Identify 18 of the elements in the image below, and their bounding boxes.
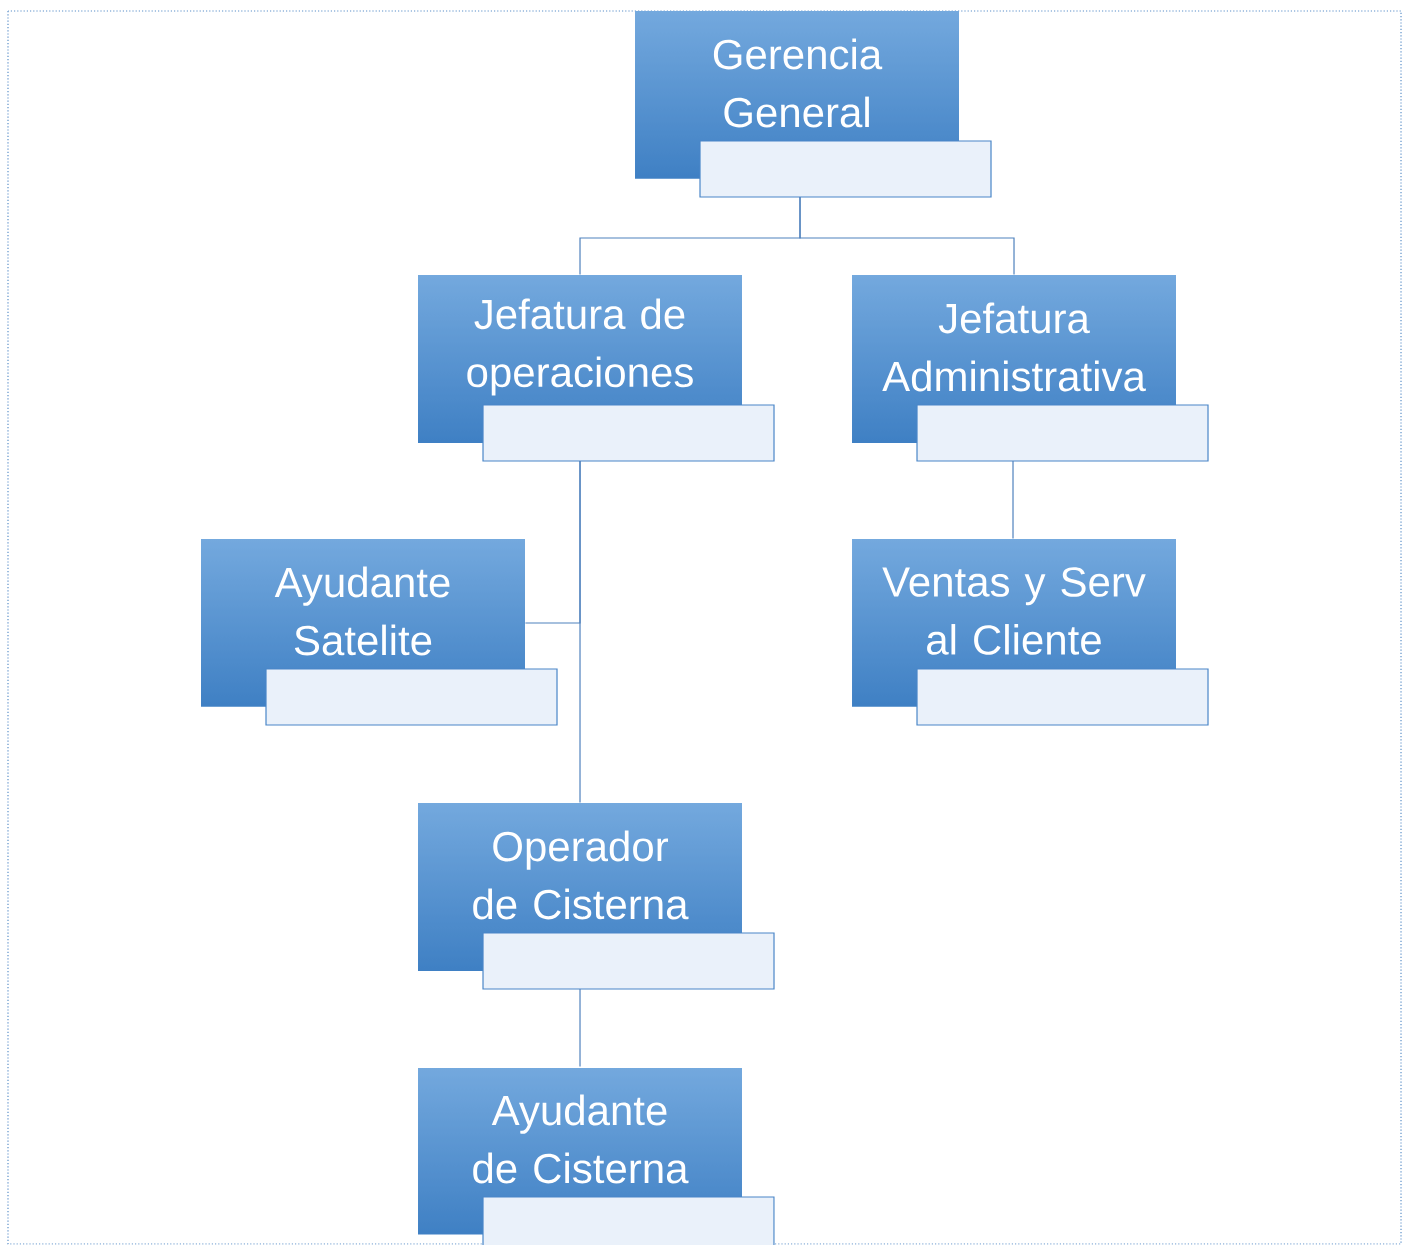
connector-line <box>579 460 581 804</box>
node-label: Jefatura Administrativa <box>882 302 1146 392</box>
org-box: Ventas y Serv al Cliente <box>882 567 1209 726</box>
node-label: Ayudante de Cisterna <box>473 1094 689 1184</box>
org-box: Jefatura Administrativa <box>882 302 1209 462</box>
node-label: Gerencia General <box>713 38 883 128</box>
org-box: Jefatura de operaciones <box>467 298 775 462</box>
org-box: Operador de Cisterna <box>473 830 775 990</box>
node-label: Operador de Cisterna <box>473 830 689 920</box>
org-box: Ayudante Satelite <box>265 566 558 726</box>
org-box: Ayudante de Cisterna <box>473 1094 775 1245</box>
node-label: Ayudante Satelite <box>274 566 450 656</box>
node-label: Ventas y Serv al Cliente <box>882 567 1146 655</box>
org-box: Gerencia General <box>699 38 992 198</box>
connector-line <box>579 988 581 1068</box>
node-label: Jefatura de operaciones <box>467 298 693 396</box>
connector-line <box>1012 460 1014 540</box>
connector-line <box>799 196 1015 276</box>
